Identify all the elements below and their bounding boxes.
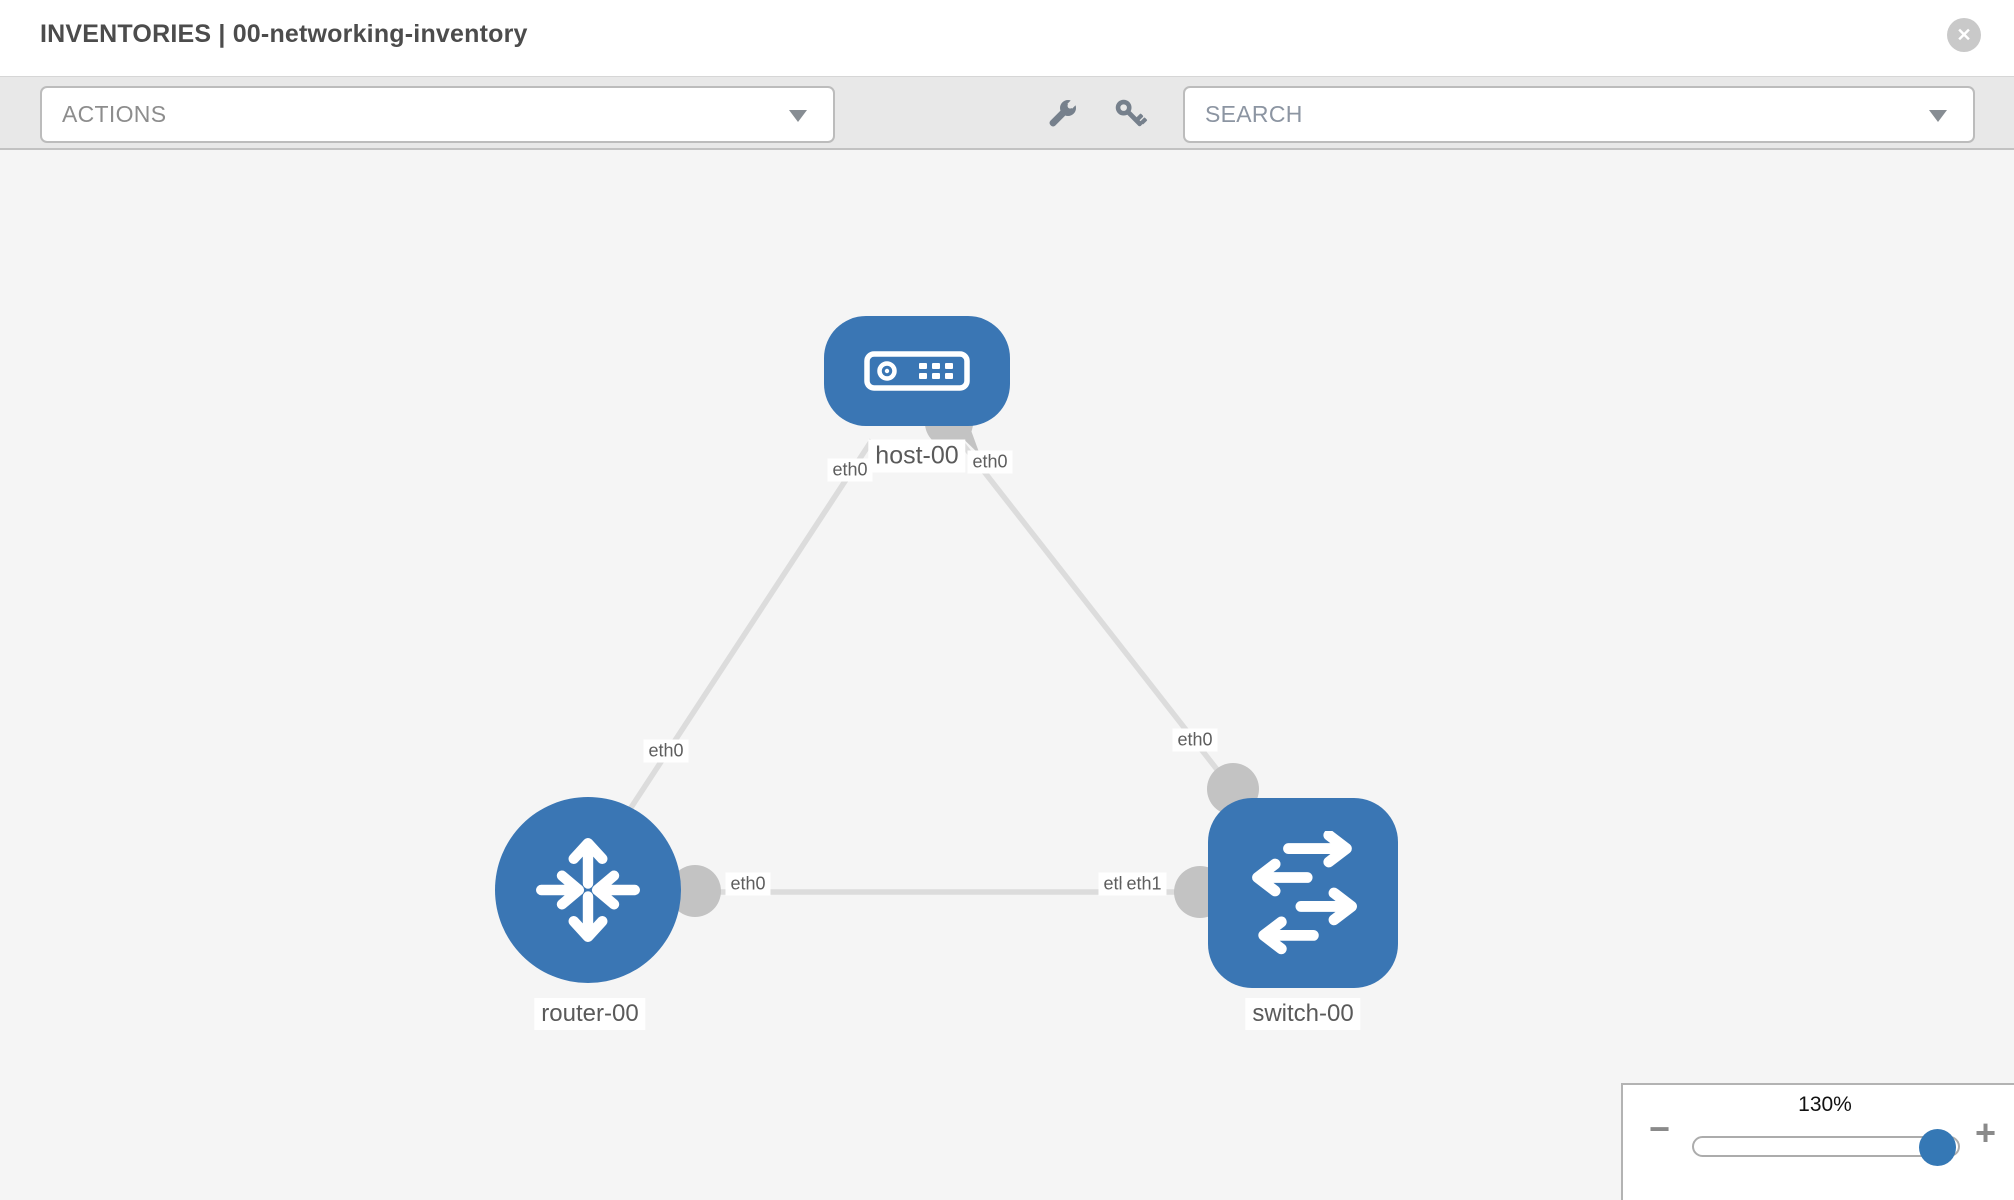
chevron-down-icon: [789, 109, 807, 122]
iface-label: eth0: [967, 450, 1013, 474]
wrench-icon: [1049, 97, 1079, 127]
iface-label: eth0: [827, 458, 873, 482]
topology-canvas[interactable]: [0, 150, 2014, 1200]
zoom-slider-knob[interactable]: [1919, 1129, 1956, 1166]
zoom-out-button[interactable]: −: [1649, 1109, 1670, 1149]
close-icon[interactable]: ✕: [1947, 18, 1981, 52]
switch-icon: [1252, 831, 1357, 955]
toolbar: ACTIONS SEARCH: [0, 76, 2014, 150]
key-icon: [1115, 99, 1148, 127]
node-label-host: host-00: [868, 439, 966, 473]
node-router-00[interactable]: [495, 797, 681, 983]
actions-dropdown[interactable]: ACTIONS: [40, 86, 835, 143]
header: INVENTORIES | 00-networking-inventory ✕: [0, 0, 2014, 76]
iface-label: eth0: [1172, 728, 1218, 752]
iface-label: eth0: [725, 872, 771, 896]
node-label-switch: switch-00: [1245, 998, 1361, 1030]
chevron-down-icon: [1929, 109, 1947, 122]
page-title: INVENTORIES | 00-networking-inventory: [40, 20, 528, 48]
node-host-00[interactable]: [824, 316, 1010, 426]
close-glyph: ✕: [1956, 24, 1972, 45]
wrench-button[interactable]: [1035, 85, 1089, 143]
zoom-widget: 130% − +: [1621, 1083, 2014, 1200]
zoom-value: 130%: [1798, 1093, 1852, 1116]
node-label-router: router-00: [534, 998, 646, 1030]
minus-icon: −: [1649, 1108, 1671, 1149]
host-icon: [864, 351, 970, 391]
plus-icon: +: [1975, 1112, 1997, 1153]
router-icon: [536, 838, 640, 942]
search-dropdown[interactable]: SEARCH: [1183, 86, 1975, 143]
iface-label: eth0: [643, 739, 689, 763]
node-switch-00[interactable]: [1208, 798, 1398, 988]
search-dropdown-label: SEARCH: [1205, 101, 1303, 127]
zoom-slider[interactable]: [1692, 1129, 1960, 1166]
iface-label: eth1: [1121, 872, 1167, 896]
zoom-in-button[interactable]: +: [1975, 1113, 1996, 1153]
key-button[interactable]: [1103, 85, 1157, 143]
actions-dropdown-label: ACTIONS: [62, 101, 167, 127]
